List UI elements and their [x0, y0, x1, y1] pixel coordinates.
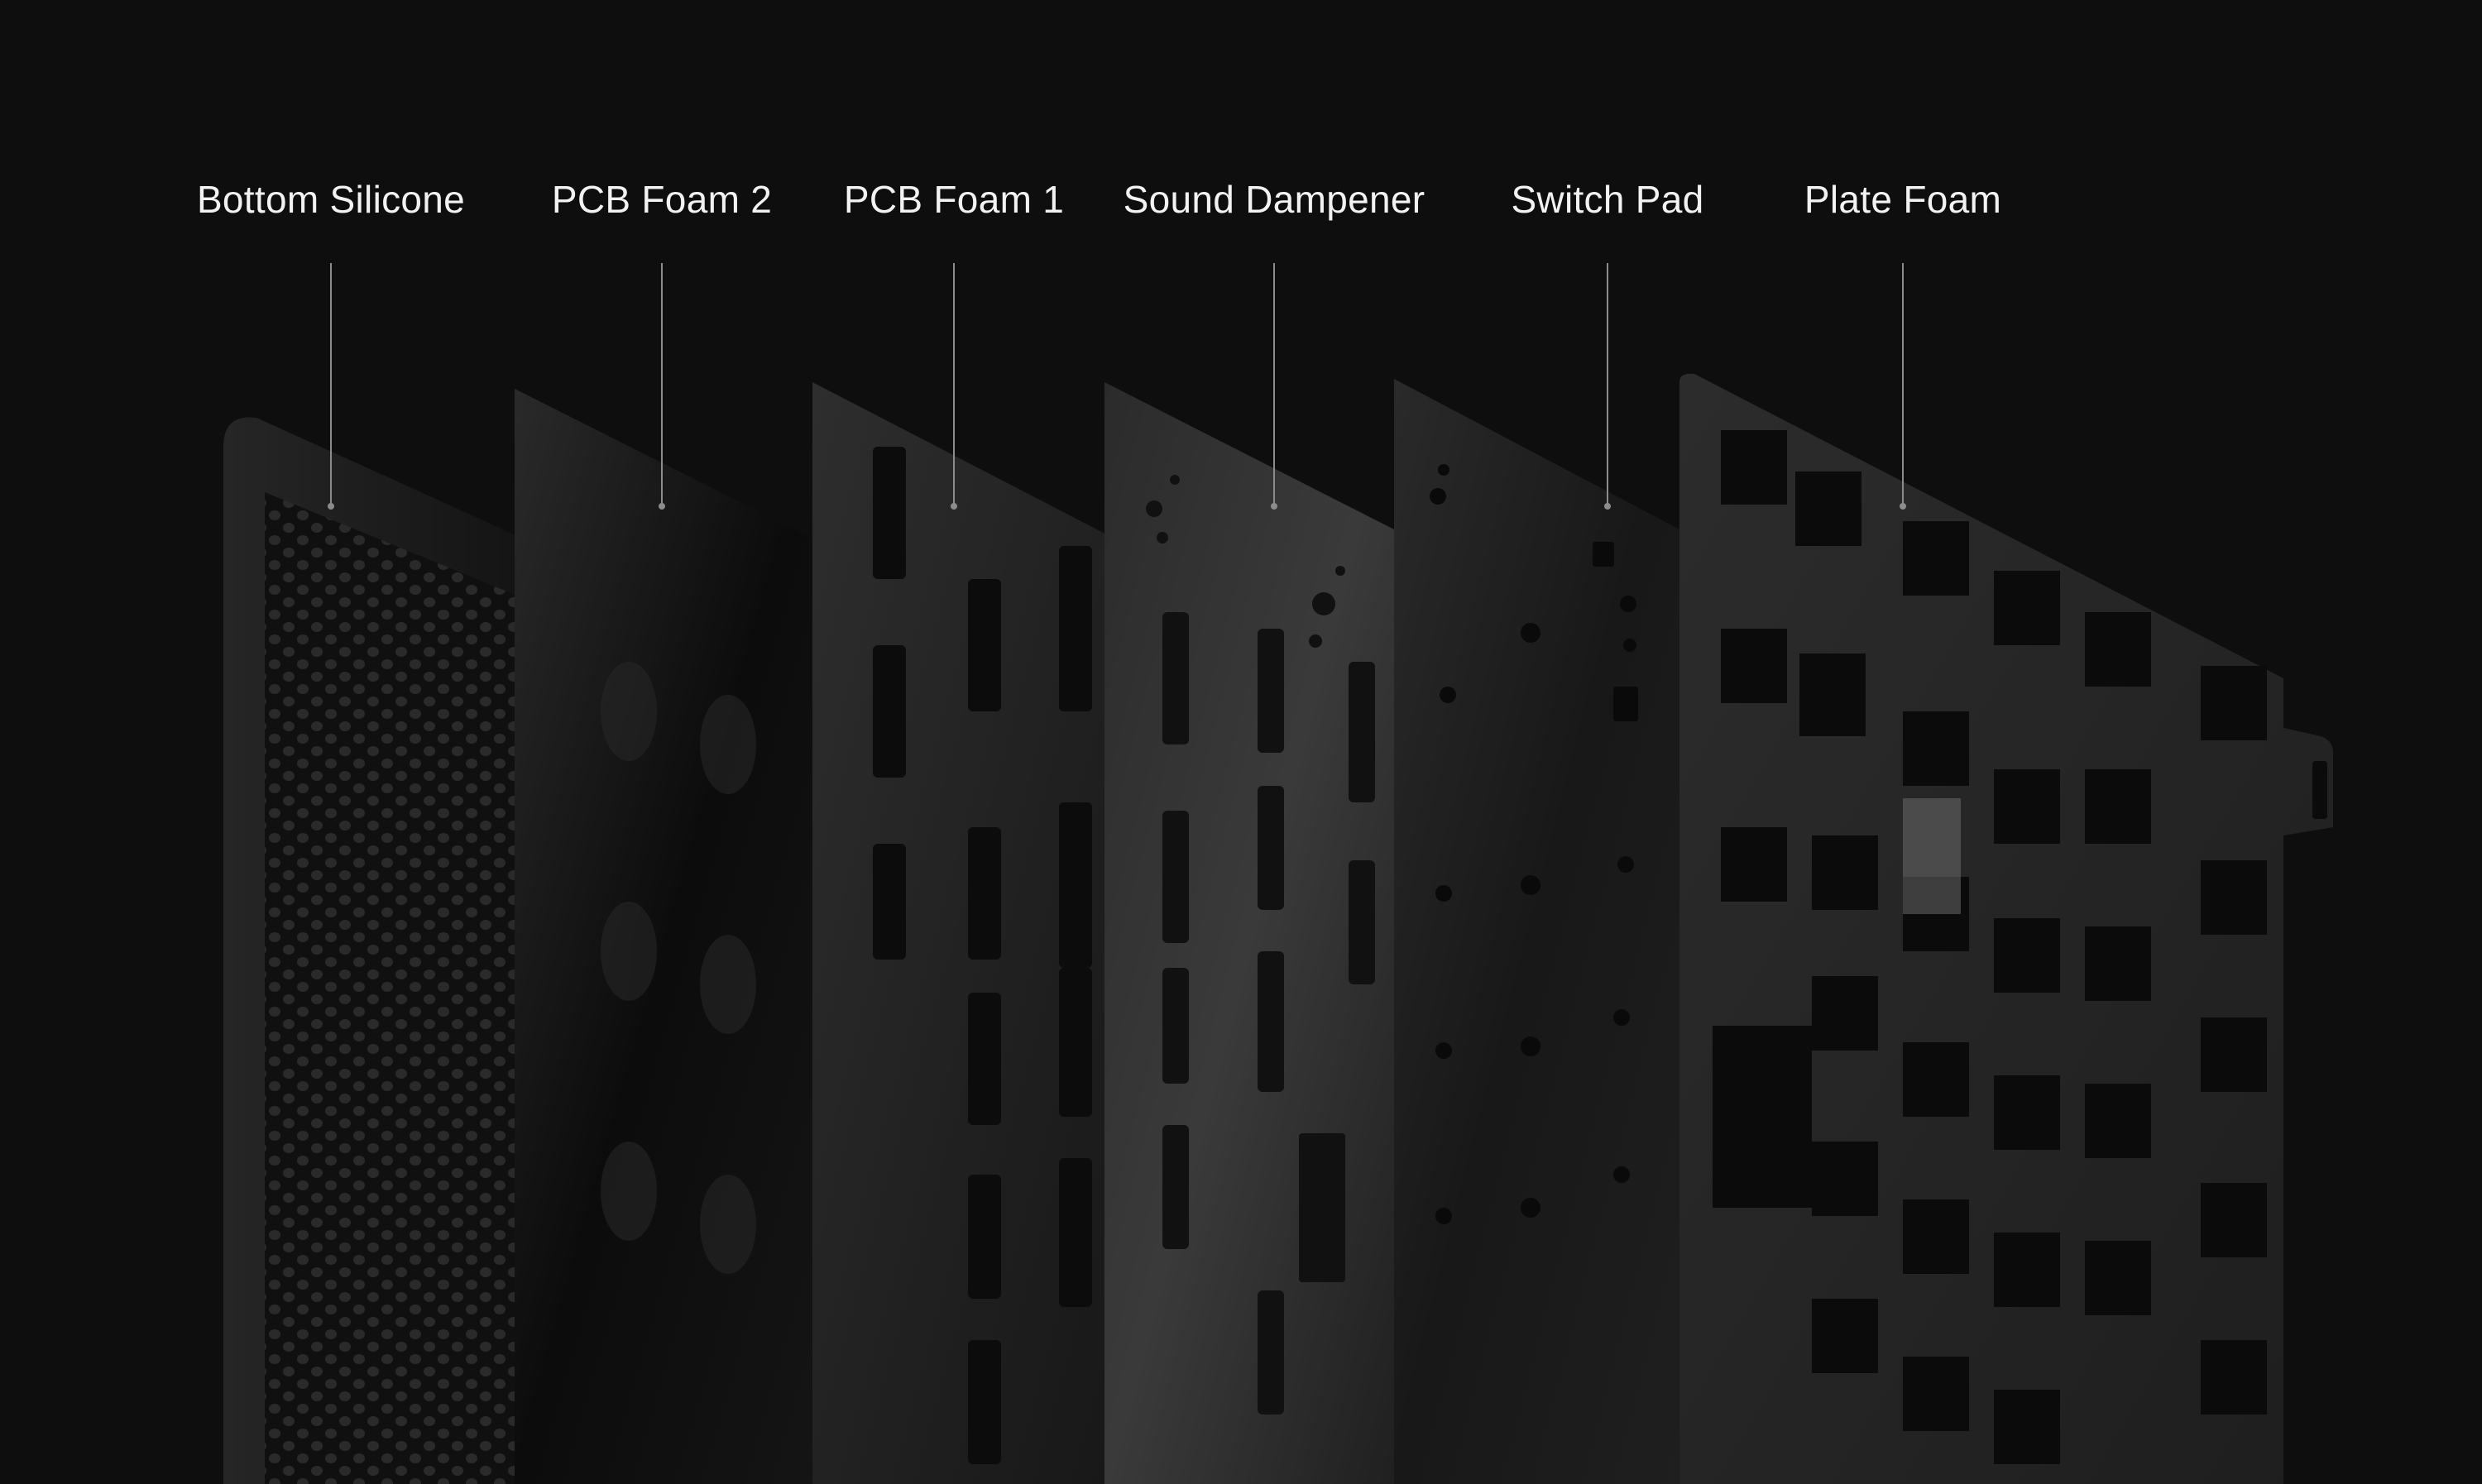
plate-foam-layer: [1679, 373, 2333, 1484]
bottom-silicone-label: Bottom Silicone: [196, 178, 466, 221]
bottom-silicone-leader-dot: [328, 503, 334, 510]
switch-pad-leader-line: [1607, 263, 1608, 505]
pcb-foam-2-label: PCB Foam 2: [551, 178, 773, 221]
pcb-foam-1-leader-dot: [951, 503, 957, 510]
switch-pad-label: Switch Pad: [1511, 178, 1704, 221]
sound-dampener-layer: [1104, 382, 1394, 1484]
pcb-foam-1-label: PCB Foam 1: [843, 178, 1065, 221]
plate-foam-leader-line: [1902, 263, 1904, 505]
pcb-foam-2-leader-dot: [659, 503, 665, 510]
pcb-foam-2-layer: [515, 389, 827, 1484]
sound-dampener-leader-dot: [1271, 503, 1277, 510]
plate-foam-label: Plate Foam: [1804, 178, 2002, 221]
bottom-silicone-leader-line: [330, 263, 332, 505]
pcb-foam-1-leader-line: [953, 263, 955, 505]
sound-dampener-leader-line: [1273, 263, 1275, 505]
sound-dampener-label: Sound Dampener: [1123, 178, 1425, 221]
switch-pad-leader-dot: [1604, 503, 1611, 510]
pcb-foam-2-leader-line: [661, 263, 663, 505]
bottom-silicone-layer: [223, 417, 521, 1484]
switch-pad-layer: [1394, 379, 1679, 1484]
pcb-foam-1-layer: [812, 382, 1113, 1484]
plate-foam-leader-dot: [1900, 503, 1906, 510]
